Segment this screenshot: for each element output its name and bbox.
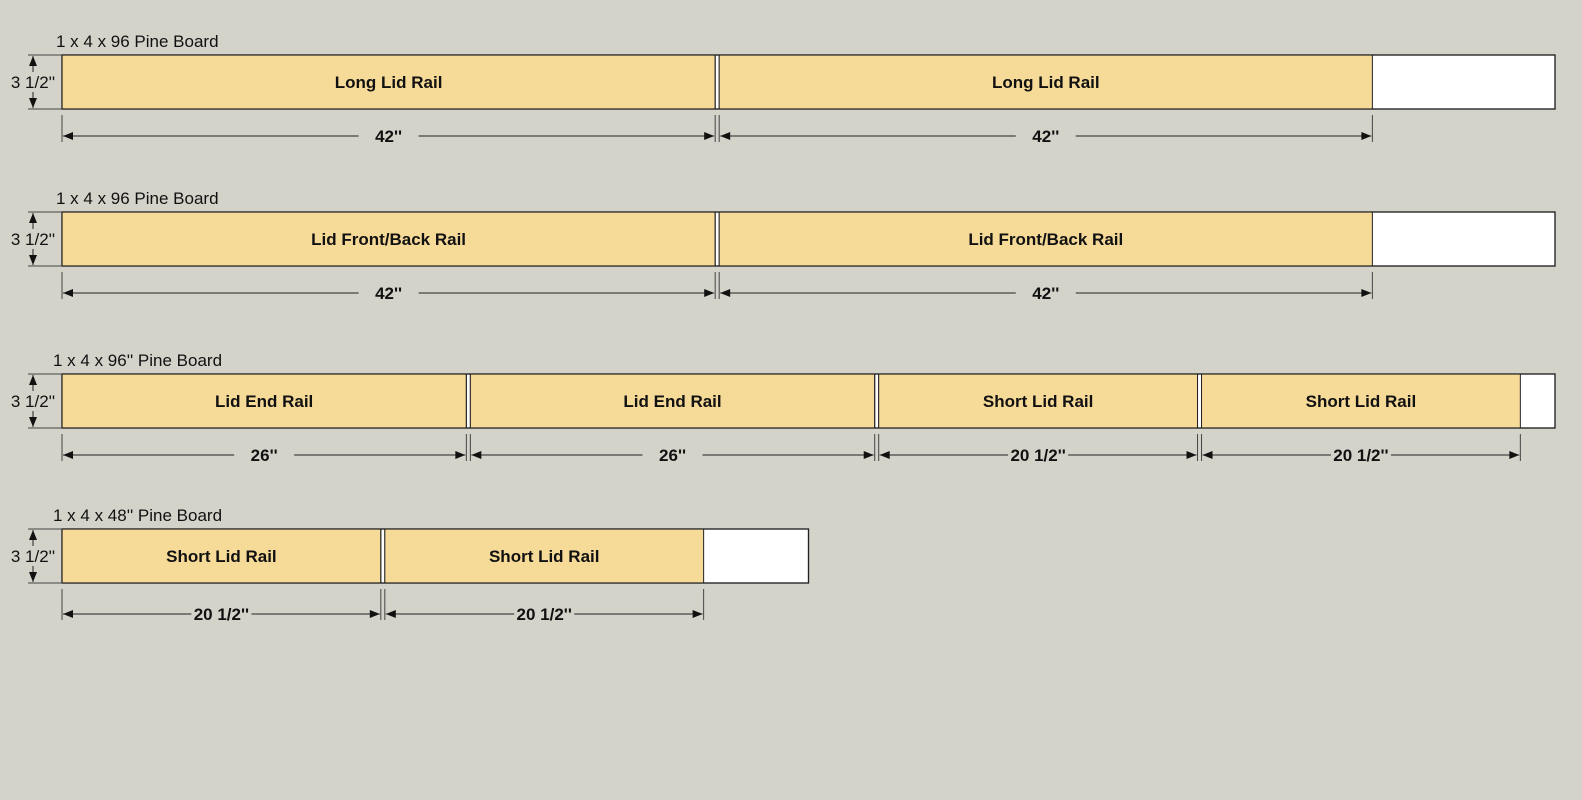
dimension-label-bg (514, 605, 575, 623)
dimension-arrow-right (704, 289, 715, 297)
dimension-arrow-left (63, 289, 73, 297)
dimension-label-bg (1330, 446, 1391, 464)
board-title: 1 x 4 x 96'' Pine Board (53, 351, 222, 370)
cut-piece-label: Lid Front/Back Rail (311, 230, 466, 249)
dimension-arrow-left (63, 451, 73, 459)
cut-piece-label: Short Lid Rail (983, 392, 1094, 411)
width-arrow-up (29, 213, 37, 223)
dimension-label: 26'' (251, 446, 278, 465)
dimension-arrow-right (692, 610, 703, 618)
width-label: 3 1/2'' (11, 73, 55, 92)
width-label: 3 1/2'' (11, 392, 55, 411)
dimension-arrow-left (1202, 451, 1213, 459)
board-outline (61, 373, 1556, 429)
cut-piece (469, 373, 876, 429)
dimension-label: 20 1/2'' (1010, 446, 1065, 465)
dimension-arrow-right (455, 451, 466, 459)
dimension-label-bg (642, 446, 703, 464)
cut-piece-label: Lid Front/Back Rail (968, 230, 1123, 249)
dimension-label: 42'' (1032, 127, 1059, 146)
cut-piece-label: Long Lid Rail (335, 73, 443, 92)
dimension-arrow-left (385, 610, 396, 618)
width-arrow-down (29, 98, 37, 108)
width-arrow-up (29, 530, 37, 540)
dimension-label: 20 1/2'' (1333, 446, 1388, 465)
dimension-label-bg (234, 446, 295, 464)
dimension-label: 42'' (375, 284, 402, 303)
width-label-bg (8, 546, 58, 566)
width-label: 3 1/2'' (11, 547, 55, 566)
width-arrow-up (29, 375, 37, 385)
cut-piece (61, 211, 716, 267)
cut-piece-label: Short Lid Rail (1306, 392, 1417, 411)
dimension-label-bg (358, 127, 419, 145)
dimension-arrow-left (720, 289, 731, 297)
dimension-arrow-right (1361, 289, 1372, 297)
cut-piece (718, 211, 1373, 267)
width-arrow-up (29, 56, 37, 66)
width-label-bg (8, 391, 58, 411)
dimension-arrow-left (471, 451, 482, 459)
cut-piece (1201, 373, 1521, 429)
dimension-arrow-left (879, 451, 890, 459)
dimension-label-bg (1015, 284, 1076, 302)
board-title: 1 x 4 x 96 Pine Board (56, 32, 219, 51)
cut-piece-label: Lid End Rail (623, 392, 721, 411)
cut-piece (61, 528, 382, 584)
board-title: 1 x 4 x 96 Pine Board (56, 189, 219, 208)
dimension-arrow-left (63, 610, 73, 618)
dimension-label: 42'' (375, 127, 402, 146)
dimension-arrow-right (369, 610, 380, 618)
dimension-arrow-right (704, 132, 715, 140)
width-label-bg (8, 72, 58, 92)
width-label-bg (8, 229, 58, 249)
cut-piece-label: Lid End Rail (215, 392, 313, 411)
dimension-label-bg (1008, 446, 1069, 464)
cut-piece-label: Long Lid Rail (992, 73, 1100, 92)
cut-piece (718, 54, 1373, 110)
dimension-label: 20 1/2'' (517, 605, 572, 624)
board-outline (61, 211, 1556, 267)
width-label: 3 1/2'' (11, 230, 55, 249)
width-arrow-down (29, 572, 37, 582)
dimension-label-bg (191, 605, 252, 623)
cut-piece (384, 528, 705, 584)
dimension-arrow-right (1186, 451, 1197, 459)
board-outline (61, 54, 1556, 110)
width-arrow-down (29, 255, 37, 265)
dimension-label-bg (1015, 127, 1076, 145)
cut-piece-label: Short Lid Rail (166, 547, 277, 566)
cut-piece (61, 373, 467, 429)
dimension-arrow-left (63, 132, 73, 140)
dimension-arrow-right (1361, 132, 1372, 140)
dimension-label: 26'' (659, 446, 686, 465)
cut-piece-label: Short Lid Rail (489, 547, 600, 566)
dimension-label-bg (358, 284, 419, 302)
board-outline (61, 528, 810, 584)
dimension-label: 20 1/2'' (194, 605, 249, 624)
dimension-arrow-left (720, 132, 731, 140)
width-arrow-down (29, 417, 37, 427)
dimension-label: 42'' (1032, 284, 1059, 303)
dimension-arrow-right (1509, 451, 1520, 459)
board-title: 1 x 4 x 48'' Pine Board (53, 506, 222, 525)
dimension-arrow-right (863, 451, 874, 459)
